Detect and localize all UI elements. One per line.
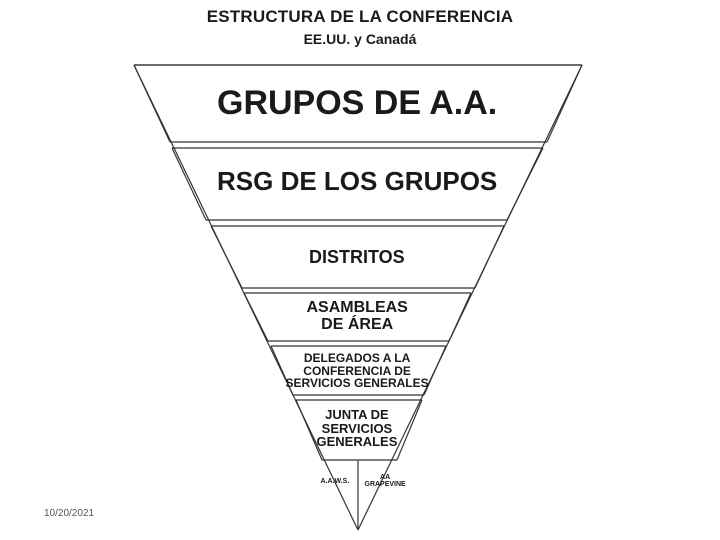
diagram-title: ESTRUCTURA DE LA CONFERENCIA [206,7,514,26]
level-rsg-grupos: RSG DE LOS GRUPOS [217,166,498,196]
band-4-right [423,345,447,396]
band-3-right [448,292,472,342]
band-5-left [295,399,323,461]
band-0-right [546,64,583,143]
tip-label-aaws: A.A.W.S. [320,478,350,485]
band-4-left [270,345,294,396]
diagram-subtitle: EE.UU. y Canadá [303,31,417,47]
band-0-left [133,64,171,143]
slide-date: 10/20/2021 [44,508,95,519]
level-grupos-aa: GRUPOS DE A.A. [217,84,498,122]
band-2-left [210,225,243,289]
band-1-left [171,147,207,221]
band-1-right [506,147,544,221]
band-3-left [243,292,269,342]
band-2-right [474,225,505,289]
band-5-right [396,399,423,461]
level-distritos: DISTRITOS [309,247,405,267]
